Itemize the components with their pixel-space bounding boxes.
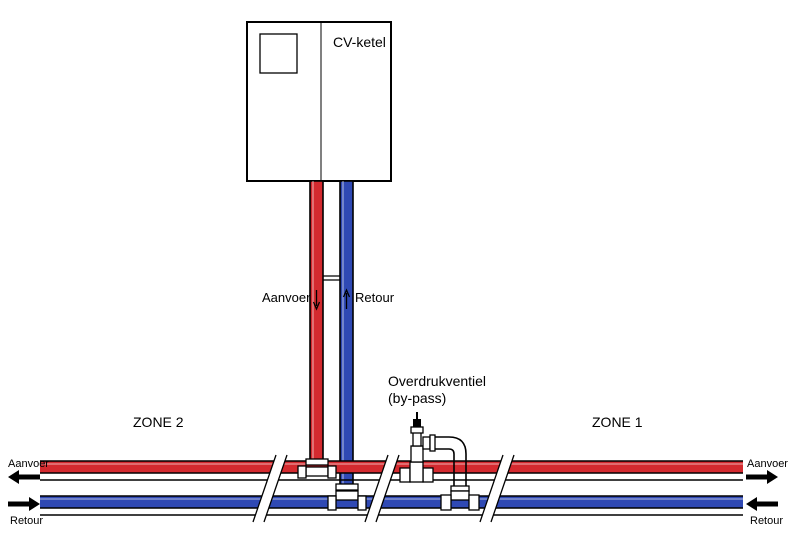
boiler-unit: CV-ketel [246, 21, 392, 182]
riser-pipes: Aanvoer Retour [262, 180, 395, 490]
zone-1-label: ZONE 1 [592, 414, 643, 430]
riser-fittings [297, 458, 367, 511]
down-arrow-icon [312, 290, 321, 311]
bypass-valve: Overdrukventiel (by-pass) [388, 373, 486, 511]
valve-label-line2: (by-pass) [388, 390, 446, 406]
left-end-arrows: Aanvoer Retour [8, 458, 49, 527]
zone-2-label: ZONE 2 [133, 414, 184, 430]
left-supply-label: Aanvoer [8, 458, 49, 470]
boiler-display [259, 33, 298, 74]
valve-label-line1: Overdrukventiel [388, 373, 486, 389]
boiler-label: CV-ketel [333, 34, 386, 50]
left-return-arrow-icon [8, 497, 40, 511]
pipe-break-marks [252, 454, 515, 523]
right-return-arrow-icon [746, 497, 778, 511]
riser-supply-pipe [309, 180, 324, 468]
up-arrow-icon [342, 288, 351, 309]
valve-knob-icon [413, 412, 421, 427]
left-return-label: Retour [10, 515, 43, 527]
right-end-arrows: Aanvoer Retour [746, 458, 788, 527]
right-supply-arrow-icon [746, 470, 778, 484]
right-supply-label: Aanvoer [747, 458, 788, 470]
riser-return-pipe [339, 180, 354, 490]
riser-return-label: Retour [355, 290, 395, 305]
riser-supply-label: Aanvoer [262, 290, 311, 305]
main-return-pipe [40, 495, 743, 516]
left-supply-arrow-icon [8, 470, 40, 484]
right-return-label: Retour [750, 515, 783, 527]
